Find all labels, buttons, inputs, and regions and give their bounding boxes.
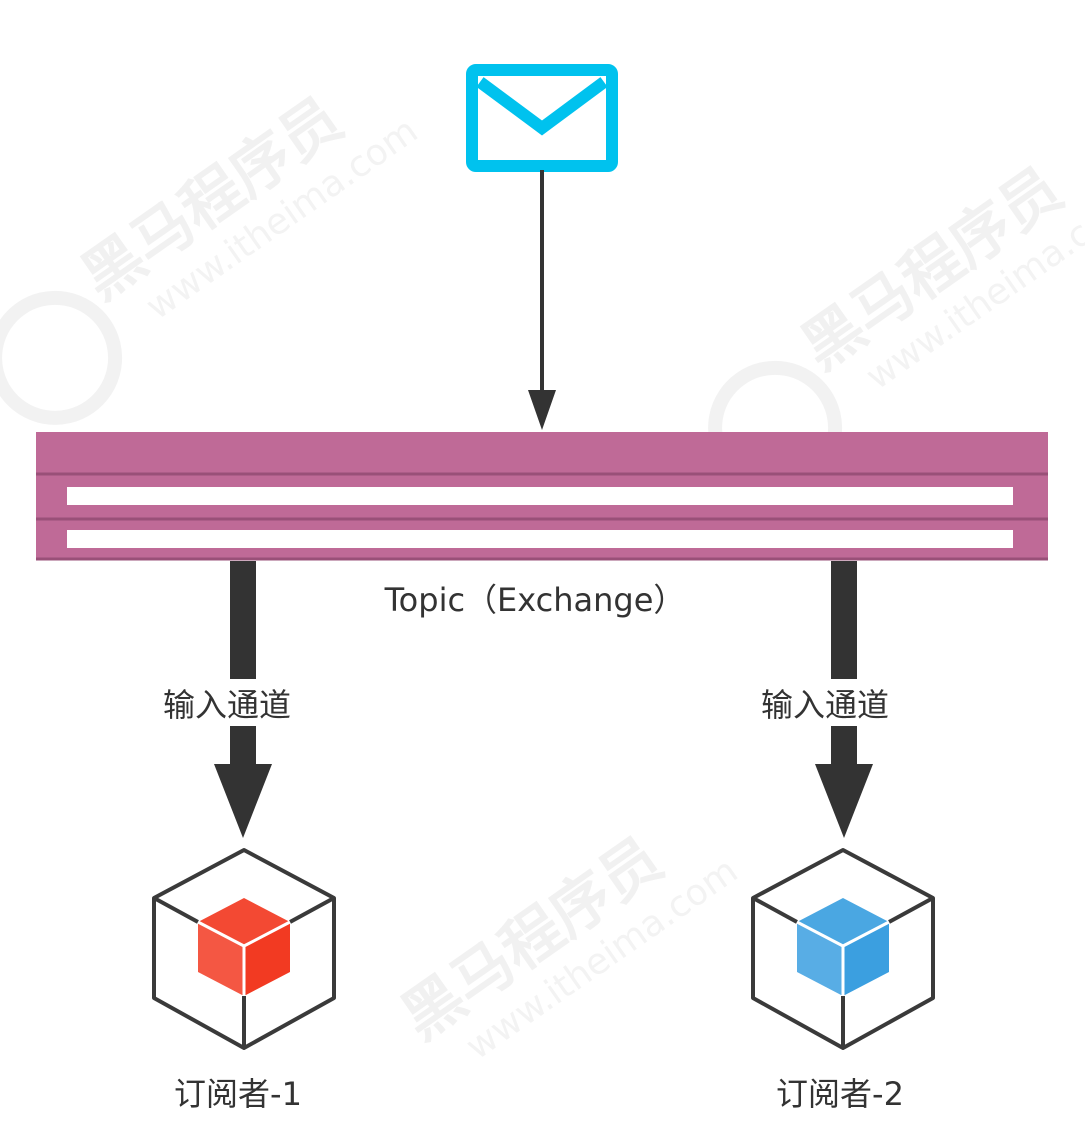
publish-arrow <box>528 170 556 430</box>
exchange-label: Topic（Exchange） <box>384 581 686 619</box>
channel-label-bg-1 <box>148 680 308 726</box>
input-channel-arrow-2 <box>815 561 873 838</box>
exchange-slot-2 <box>67 530 1013 548</box>
exchange-slot-1 <box>67 487 1013 505</box>
topic-exchange[interactable] <box>36 432 1048 561</box>
watermark-logo-icon <box>0 290 123 425</box>
subscriber-2-label: 订阅者-2 <box>776 1075 904 1113</box>
message-envelope-icon[interactable] <box>466 64 618 172</box>
input-channel-arrow-1 <box>214 561 272 838</box>
channel-label-bg-2 <box>748 680 908 726</box>
subscriber-2-cube-icon[interactable] <box>751 848 935 1050</box>
subscriber-1-cube-icon[interactable] <box>152 848 336 1050</box>
watermark-1: 黑马程序员 www.itheima.com <box>0 84 425 425</box>
channel-label-1: 输入通道 <box>163 686 291 724</box>
channel-label-2: 输入通道 <box>761 686 889 724</box>
watermark-3: 黑马程序员 www.itheima.com <box>389 824 745 1068</box>
subscriber-1-label: 订阅者-1 <box>174 1075 302 1113</box>
